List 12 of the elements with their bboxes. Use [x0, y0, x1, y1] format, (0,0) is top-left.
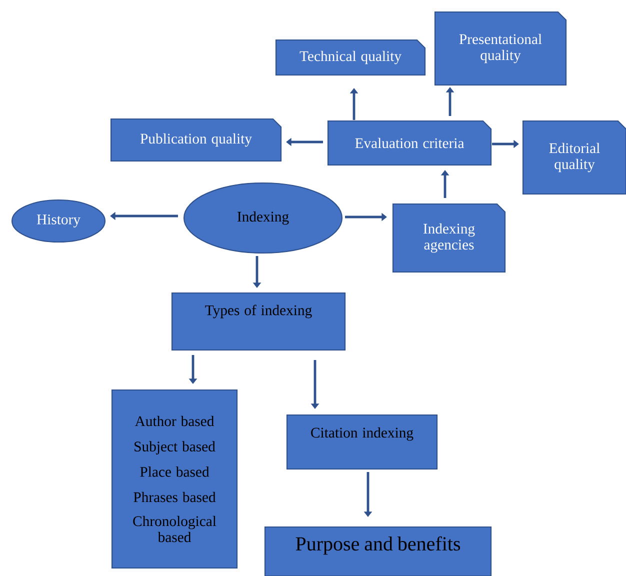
document-box: Presentational quality [434, 11, 567, 86]
ellipse-node: Indexing [183, 182, 343, 254]
ellipse-node: History [11, 199, 106, 243]
process-box: Purpose and benefits [264, 526, 492, 576]
list-box: Author based Subject based Place based Phrases based Chronological based [111, 389, 238, 569]
process-box: Types of indexing [171, 292, 346, 351]
document-box: Indexing agencies [392, 203, 506, 273]
document-box: Evaluation criteria [327, 120, 492, 166]
process-box: Citation indexing [286, 414, 438, 470]
document-box: Technical quality [275, 39, 426, 76]
document-box: Publication quality [110, 118, 282, 162]
document-box: Editorial quality [522, 120, 626, 195]
